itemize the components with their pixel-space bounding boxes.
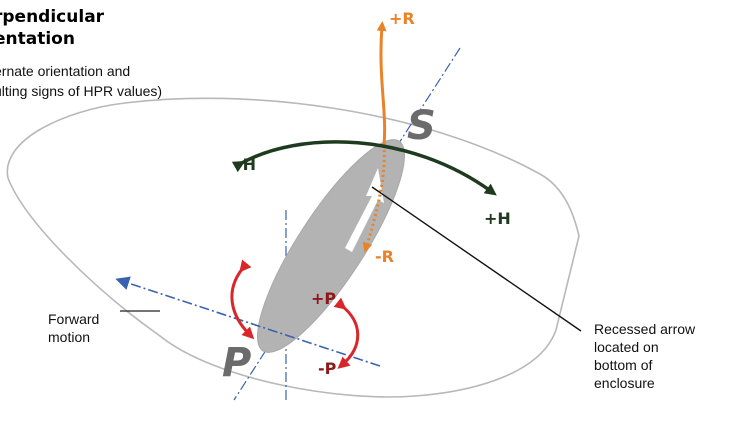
recessed-line-2: located on: [594, 339, 659, 355]
minus-p-label: -P: [318, 359, 337, 378]
subtitle-line-1: ernate orientation and: [0, 63, 131, 79]
plus-r-label: +R: [389, 9, 415, 28]
port-label: P: [222, 340, 252, 386]
forward-motion-label: Forward motion: [48, 310, 99, 346]
recessed-line-4: enclosure: [594, 375, 655, 391]
recessed-arrow-note: Recessed arrow located on bottom of encl…: [594, 320, 695, 392]
sensor-disc: [257, 139, 405, 353]
subtitle-line-2: ulting signs of HPR values): [0, 83, 163, 99]
title-line-1: rpendicular: [0, 7, 105, 27]
minus-h-label: -H: [236, 155, 257, 174]
diagram-title: rpendicular entation: [0, 6, 104, 50]
minus-r-label: -R: [375, 247, 394, 266]
plus-r-arrow: [376, 21, 387, 146]
title-line-2: entation: [0, 29, 75, 49]
pitch-arrow-left: [230, 259, 255, 340]
forward-line-1: Forward: [48, 311, 100, 327]
heading-arrow: [231, 140, 497, 196]
diagram-subtitle: ernate orientation and ulting signs of H…: [0, 61, 162, 101]
pitch-arrow-right: [333, 297, 360, 369]
forward-line-2: motion: [48, 329, 91, 345]
plus-p-label: +P: [311, 289, 337, 308]
plus-h-label: +H: [484, 209, 511, 228]
recessed-line-1: Recessed arrow: [594, 321, 696, 337]
recessed-line-3: bottom of: [594, 357, 653, 373]
starboard-label: S: [407, 103, 436, 149]
recessed-leader-line: [371, 186, 582, 332]
enclosure-outline: [6, 97, 580, 398]
